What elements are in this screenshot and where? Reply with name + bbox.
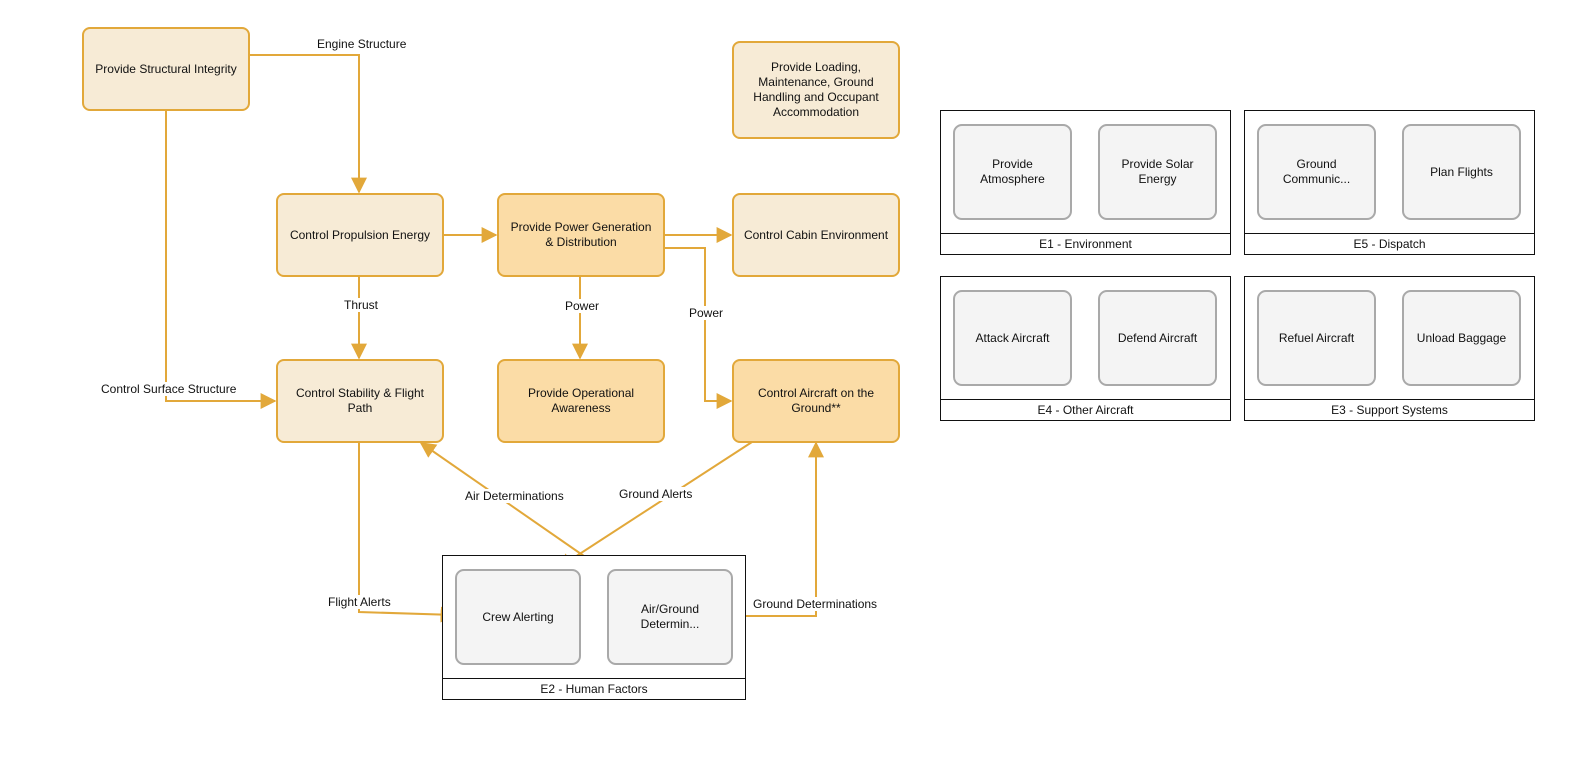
node-label: Provide Loading, Maintenance, Ground Han…: [753, 60, 879, 119]
defend-aircraft[interactable]: Defend Aircraft: [1098, 290, 1217, 386]
unload-baggage[interactable]: Unload Baggage: [1402, 290, 1521, 386]
edge-engine-structure: [250, 54, 367, 194]
node-label: Provide Atmosphere: [980, 157, 1045, 186]
control-cabin-environment[interactable]: Control Cabin Environment: [732, 193, 900, 277]
edge-label-control-surface: Control Surface Structure: [100, 382, 238, 396]
provide-loading-maintenance[interactable]: Provide Loading, Maintenance, Ground Han…: [732, 41, 900, 139]
air-ground-determination[interactable]: Air/Ground Determin...: [607, 569, 733, 665]
node-label: Provide Power Generation & Distribution: [510, 220, 652, 249]
edge-label-flight-alerts: Flight Alerts: [327, 595, 392, 609]
edge-power-ground: [664, 247, 733, 409]
provide-structural-integrity[interactable]: Provide Structural Integrity: [82, 27, 250, 111]
crew-alerting[interactable]: Crew Alerting: [455, 569, 581, 665]
ground-communication[interactable]: Ground Communic...: [1257, 124, 1376, 220]
node-label: Control Aircraft on the Ground**: [757, 386, 875, 415]
support-systems-title: E3 - Support Systems: [1244, 399, 1535, 421]
node-label: Defend Aircraft: [1117, 330, 1198, 345]
edge-control-surface: [165, 110, 277, 409]
edge-label-engine-structure: Engine Structure: [316, 37, 408, 51]
node-label: Attack Aircraft: [975, 330, 1050, 345]
node-label: Provide Operational Awareness: [527, 386, 635, 415]
refuel-aircraft[interactable]: Refuel Aircraft: [1257, 290, 1376, 386]
control-aircraft-on-ground[interactable]: Control Aircraft on the Ground**: [732, 359, 900, 443]
edge-label-air-determinations: Air Determinations: [464, 489, 565, 503]
edge-flight-alerts: [358, 442, 457, 623]
provide-power-generation[interactable]: Provide Power Generation & Distribution: [497, 193, 665, 277]
node-label: Unload Baggage: [1416, 330, 1507, 345]
node-label: Crew Alerting: [482, 609, 554, 624]
node-label: Control Cabin Environment: [743, 227, 889, 242]
edge-label-ground-determinations: Ground Determinations: [752, 597, 879, 611]
environment-title: E1 - Environment: [940, 233, 1231, 255]
edge-label-power-ground: Power: [688, 306, 725, 320]
node-label: Ground Communic...: [1282, 157, 1351, 186]
provide-solar-energy[interactable]: Provide Solar Energy: [1098, 124, 1217, 220]
provide-operational-awareness[interactable]: Provide Operational Awareness: [497, 359, 665, 443]
node-label: Plan Flights: [1430, 164, 1493, 179]
attack-aircraft[interactable]: Attack Aircraft: [953, 290, 1072, 386]
edge-ground-alerts: [556, 441, 753, 569]
node-label: Control Propulsion Energy: [289, 227, 431, 242]
provide-atmosphere[interactable]: Provide Atmosphere: [953, 124, 1072, 220]
other-aircraft-title: E4 - Other Aircraft: [940, 399, 1231, 421]
control-stability-flight-path[interactable]: Control Stability & Flight Path: [276, 359, 444, 443]
node-label: Refuel Aircraft: [1278, 330, 1355, 345]
node-label: Provide Structural Integrity: [95, 61, 237, 76]
control-propulsion-energy[interactable]: Control Propulsion Energy: [276, 193, 444, 277]
edge-label-ground-alerts: Ground Alerts: [618, 487, 694, 501]
edge-air-determinations: [419, 442, 608, 573]
node-label: Control Stability & Flight Path: [295, 386, 425, 415]
edge-label-power-awareness: Power: [564, 299, 601, 313]
node-label: Air/Ground Determin...: [640, 602, 700, 631]
human-factors-title: E2 - Human Factors: [442, 678, 746, 700]
dispatch-title: E5 - Dispatch: [1244, 233, 1535, 255]
plan-flights[interactable]: Plan Flights: [1402, 124, 1521, 220]
edge-ground-determinations: [733, 441, 824, 617]
edge-label-thrust: Thrust: [343, 298, 380, 312]
node-label: Provide Solar Energy: [1121, 157, 1194, 186]
